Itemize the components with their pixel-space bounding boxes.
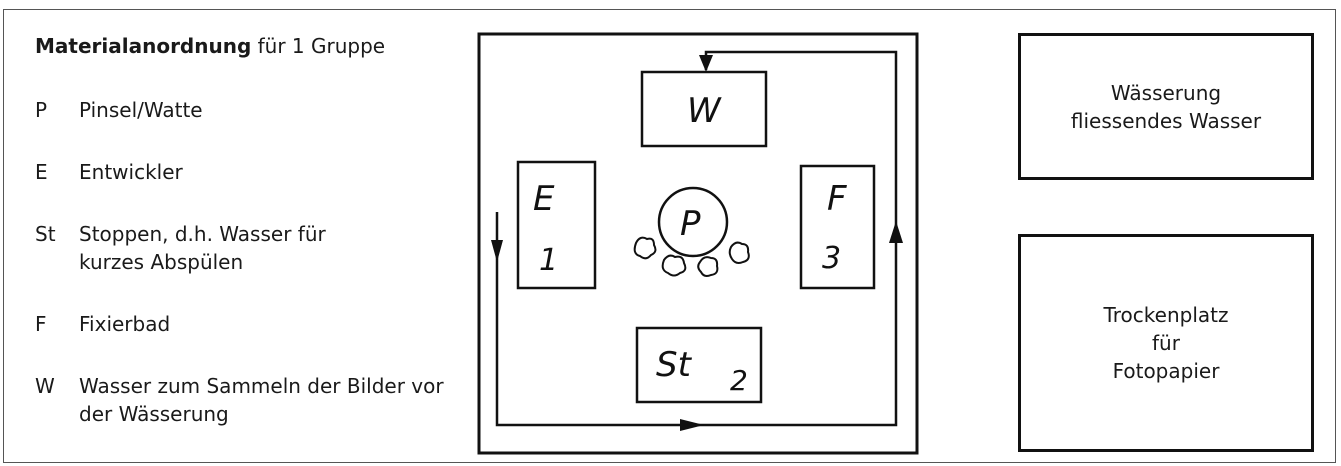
legend-desc: Entwickler xyxy=(79,160,183,184)
legend-title: Materialanordnung für 1 Gruppe xyxy=(35,34,455,58)
legend-code: W xyxy=(35,374,55,398)
arrow-right-icon xyxy=(680,419,704,431)
legend-code: E xyxy=(35,160,48,184)
wasserung-line-1: Wässerung xyxy=(1110,80,1222,105)
cotton-ball-icon xyxy=(728,241,750,264)
wasserung-line-2: fliessendes Wasser xyxy=(1070,108,1262,133)
trockenplatz-box: Trockenplatz für Fotopapier xyxy=(1018,234,1314,452)
tray-st-number: 2 xyxy=(730,364,748,397)
brush-circle xyxy=(657,186,729,258)
tray-st xyxy=(635,326,763,404)
cotton-ball-icon xyxy=(661,254,687,277)
legend-title-bold: Materialanordnung xyxy=(35,34,252,58)
brush-label: P xyxy=(680,204,701,244)
legend-code: P xyxy=(35,98,48,122)
legend: Materialanordnung für 1 Gruppe P Pinsel/… xyxy=(35,34,455,426)
legend-desc: Wasser zum Sammeln der Bilder vor der Wä… xyxy=(79,374,444,426)
page-frame xyxy=(3,9,1336,463)
tray-e-number: 1 xyxy=(539,243,558,278)
arrow-up-icon xyxy=(889,221,903,243)
trockenplatz-line-3: Fotopapier xyxy=(1112,359,1220,383)
tray-w xyxy=(640,70,768,148)
trockenplatz-line-2: für xyxy=(1152,331,1180,355)
trockenplatz-line-1: Trockenplatz xyxy=(1103,303,1229,327)
legend-desc: Pinsel/Watte xyxy=(79,98,203,122)
tray-e-label: E xyxy=(533,179,555,219)
tray-f-number: 3 xyxy=(822,241,841,276)
arrow-down-icon xyxy=(699,55,713,72)
legend-desc: Fixierbad xyxy=(79,312,171,336)
arrow-down-icon xyxy=(491,240,503,262)
tray-f-label: F xyxy=(827,179,847,219)
legend-desc: Stoppen, d.h. Wasser für kurzes Abspülen xyxy=(79,222,326,274)
wasserung-box: Wässerung fliessendes Wasser xyxy=(1018,33,1314,180)
legend-code: F xyxy=(35,312,47,336)
legend-code: St xyxy=(35,222,56,246)
cotton-ball-icon xyxy=(697,256,719,277)
tray-e xyxy=(516,160,597,290)
tray-w-label: W xyxy=(687,91,722,131)
tray-st-label: St xyxy=(656,345,693,385)
tray-f xyxy=(799,164,876,290)
legend-title-rest: für 1 Gruppe xyxy=(251,34,386,58)
table-outline xyxy=(477,32,919,455)
cotton-ball-icon xyxy=(633,236,657,260)
